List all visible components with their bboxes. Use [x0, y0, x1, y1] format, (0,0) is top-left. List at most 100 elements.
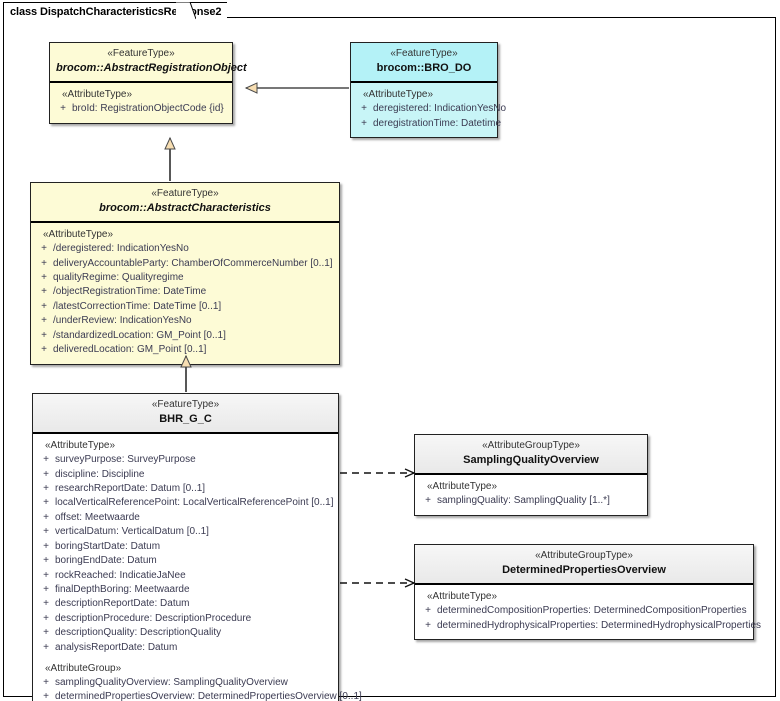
class-stereotype: «AttributeGroupType»	[535, 550, 633, 561]
attribute-visibility: +	[41, 272, 47, 284]
attribute-row: + surveyPurpose: SurveyPurpose	[37, 453, 334, 467]
attribute-visibility: +	[43, 598, 49, 610]
class-attributes-compartment: «AttributeType» + samplingQuality: Sampl…	[415, 475, 647, 515]
attribute-visibility: +	[43, 691, 49, 701]
class-name: BHR_G_C	[159, 412, 212, 425]
attribute-row: + localVerticalReferencePoint: LocalVert…	[37, 496, 334, 510]
attribute-row: + /deregistered: IndicationYesNo	[35, 242, 335, 256]
attribute-visibility: +	[43, 526, 49, 538]
class-bhr-g-c[interactable]: «FeatureType» BHR_G_C «AttributeType» + …	[32, 393, 362, 701]
attribute-text: /underReview: IndicationYesNo	[53, 315, 192, 327]
attribute-row: + descriptionQuality: DescriptionQuality	[37, 626, 334, 640]
attribute-row: + descriptionReportDate: Datum	[37, 597, 334, 611]
class-bro-do[interactable]: «FeatureType» brocom::BRO_DO «AttributeT…	[350, 42, 506, 139]
attribute-visibility: +	[425, 605, 431, 617]
attribute-text: deliveredLocation: GM_Point [0..1]	[53, 344, 207, 356]
attribute-visibility: +	[41, 315, 47, 327]
attribute-text: offset: Meetwaarde	[55, 511, 140, 523]
attribute-row: + rockReached: IndicatieJaNee	[37, 569, 334, 583]
class-header: «FeatureType» brocom::AbstractCharacteri…	[31, 183, 339, 224]
class-header: «FeatureType» brocom::BRO_DO	[351, 43, 497, 84]
attribute-text: analysisReportDate: Datum	[55, 641, 178, 653]
class-sampling-quality-overview[interactable]: «AttributeGroupType» SamplingQualityOver…	[414, 434, 648, 516]
class-header: «FeatureType» brocom::AbstractRegistrati…	[50, 43, 247, 84]
attribute-row: + /latestCorrectionTime: DateTime [0..1]	[35, 300, 335, 314]
attribute-visibility: +	[425, 495, 431, 507]
attribute-row: + analysisReportDate: Datum	[37, 641, 334, 655]
attribute-text: /objectRegistrationTime: DateTime	[53, 286, 207, 298]
attribute-text: deregistrationTime: Datetime	[373, 117, 502, 129]
attribute-row: + samplingQualityOverview: SamplingQuali…	[37, 676, 334, 690]
attribute-text: discipline: Discipline	[55, 468, 145, 480]
attribute-visibility: +	[361, 103, 367, 115]
attribute-text: /deregistered: IndicationYesNo	[53, 243, 189, 255]
attribute-text: localVerticalReferencePoint: LocalVertic…	[55, 497, 334, 509]
attribute-visibility: +	[43, 569, 49, 581]
class-attributes-compartment: «AttributeType» + deregistered: Indicati…	[351, 83, 506, 138]
attribute-row: + broId: RegistrationObjectCode {id}	[54, 102, 228, 116]
attribute-text: descriptionQuality: DescriptionQuality	[55, 627, 222, 639]
attribute-visibility: +	[43, 497, 49, 509]
attribute-visibility: +	[361, 117, 367, 129]
class-name: brocom::AbstractRegistrationObject	[56, 61, 247, 74]
attribute-visibility: +	[41, 257, 47, 269]
attribute-visibility: +	[41, 300, 47, 312]
attribute-text: rockReached: IndicatieJaNee	[55, 569, 186, 581]
diagram-frame-tab-slant	[176, 2, 196, 20]
attribute-row: + deliveredLocation: GM_Point [0..1]	[35, 343, 335, 357]
attribute-row: + finalDepthBoring: Meetwaarde	[37, 583, 334, 597]
class-name: SamplingQualityOverview	[463, 453, 599, 466]
attribute-row: + boringStartDate: Datum	[37, 540, 334, 554]
class-attributes-compartment: «AttributeType» + broId: RegistrationObj…	[50, 83, 232, 123]
attribute-row: + determinedHydrophysicalProperties: Det…	[419, 619, 761, 633]
class-attributes-compartment: «AttributeType» + determinedCompositionP…	[415, 585, 761, 640]
attribute-visibility: +	[43, 627, 49, 639]
attribute-visibility: +	[43, 468, 49, 480]
attribute-row: + /objectRegistrationTime: DateTime	[35, 285, 335, 299]
class-name: DeterminedPropertiesOverview	[502, 563, 666, 576]
class-stereotype: «AttributeGroupType»	[482, 440, 580, 451]
attribute-text: samplingQualityOverview: SamplingQuality…	[55, 676, 288, 688]
class-attributes-compartment: «AttributeType» + /deregistered: Indicat…	[31, 223, 339, 364]
attribute-row: + deregistrationTime: Datetime	[355, 117, 501, 131]
attribute-row: + verticalDatum: VerticalDatum [0..1]	[37, 525, 334, 539]
attribute-text: deliveryAccountableParty: ChamberOfComme…	[53, 257, 333, 269]
compartment-label: «AttributeGroup»	[45, 662, 122, 674]
attribute-row: + determinedPropertiesOverview: Determin…	[37, 690, 362, 701]
attribute-visibility: +	[43, 641, 49, 653]
attribute-text: descriptionReportDate: Datum	[55, 598, 190, 610]
attribute-visibility: +	[43, 583, 49, 595]
attribute-text: researchReportDate: Datum [0..1]	[55, 483, 206, 495]
class-abstract-characteristics[interactable]: «FeatureType» brocom::AbstractCharacteri…	[30, 182, 340, 365]
attribute-row: + discipline: Discipline	[37, 468, 334, 482]
attribute-visibility: +	[41, 286, 47, 298]
attribute-text: /latestCorrectionTime: DateTime [0..1]	[53, 300, 222, 312]
attribute-row: + deliveryAccountableParty: ChamberOfCom…	[35, 257, 335, 271]
attribute-text: broId: RegistrationObjectCode {id}	[72, 103, 224, 115]
class-attributes-compartment: «AttributeType» + surveyPurpose: SurveyP…	[33, 434, 362, 701]
attribute-visibility: +	[41, 329, 47, 341]
attribute-row: + determinedCompositionProperties: Deter…	[419, 604, 749, 618]
attribute-text: qualityRegime: Qualityregime	[53, 272, 184, 284]
attribute-row: + researchReportDate: Datum [0..1]	[37, 482, 334, 496]
attribute-visibility: +	[43, 483, 49, 495]
attribute-text: descriptionProcedure: DescriptionProcedu…	[55, 612, 252, 624]
diagram-title: class DispatchCharacteristicsResponse2	[10, 5, 222, 18]
class-abstract-registration-object[interactable]: «FeatureType» brocom::AbstractRegistrati…	[49, 42, 247, 124]
attribute-text: determinedPropertiesOverview: Determined…	[55, 691, 362, 701]
class-stereotype: «FeatureType»	[390, 48, 458, 59]
compartment-label: «AttributeType»	[363, 89, 434, 101]
class-name: brocom::BRO_DO	[376, 61, 472, 74]
compartment-label: «AttributeType»	[43, 229, 114, 241]
diagram-frame-tab: class DispatchCharacteristicsResponse2	[3, 2, 228, 20]
class-determined-properties-overview[interactable]: «AttributeGroupType» DeterminedPropertie…	[414, 544, 761, 641]
class-stereotype: «FeatureType»	[151, 188, 219, 199]
class-header: «AttributeGroupType» DeterminedPropertie…	[415, 545, 753, 586]
attribute-visibility: +	[43, 555, 49, 567]
attribute-row: + descriptionProcedure: DescriptionProce…	[37, 612, 334, 626]
attribute-text: verticalDatum: VerticalDatum [0..1]	[55, 526, 209, 538]
diagram-frame	[3, 17, 776, 697]
attribute-visibility: +	[425, 619, 431, 631]
compartment-label: «AttributeType»	[427, 591, 498, 603]
